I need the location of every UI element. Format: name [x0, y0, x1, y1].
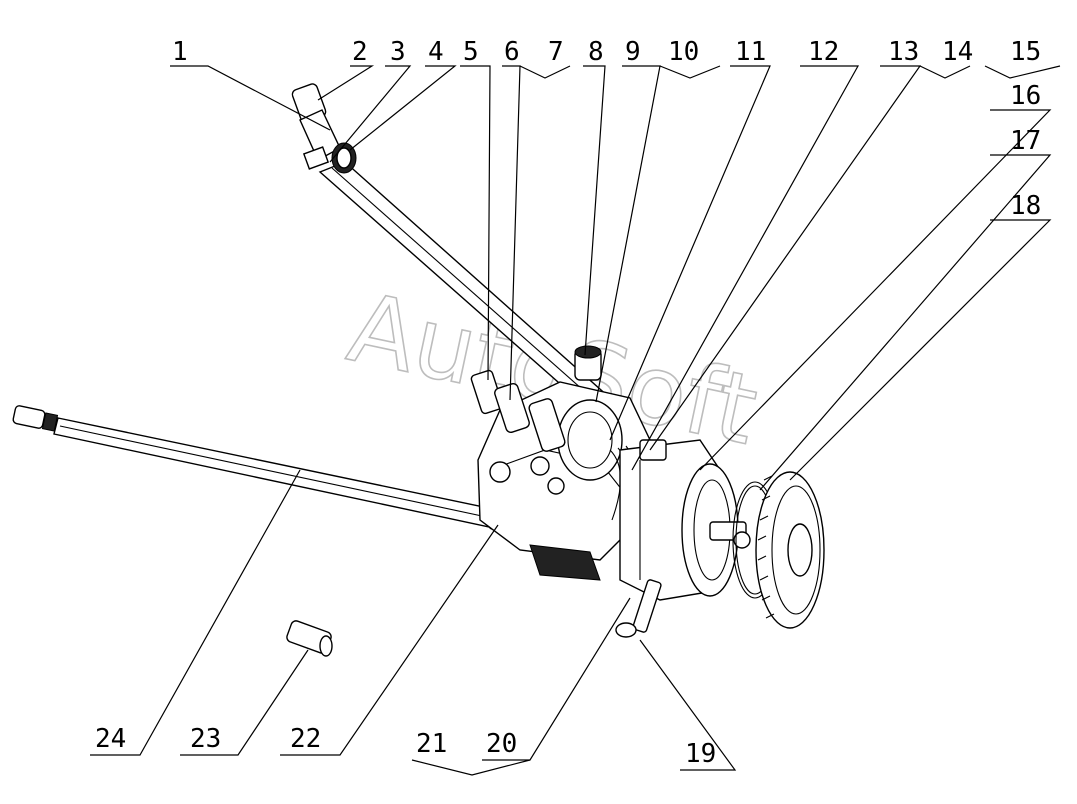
- callout-7: 7: [548, 37, 564, 67]
- callout-6: 6: [504, 37, 520, 67]
- fuel-pipe-long: [12, 405, 526, 536]
- callout-22: 22: [290, 724, 321, 754]
- callout-4: 4: [428, 37, 444, 67]
- callout-13: 13: [888, 37, 919, 67]
- callout-2: 2: [352, 37, 368, 67]
- callout-8: 8: [588, 37, 604, 67]
- pump-housing: [615, 439, 751, 638]
- pump-body: [470, 345, 651, 581]
- callout-3: 3: [390, 37, 406, 67]
- callout-15: 15: [1010, 37, 1041, 67]
- callout-19: 19: [685, 739, 716, 769]
- callout-14: 14: [942, 37, 973, 67]
- callout-labels: 1 2 3 4 5 6 7 8 9 10 11 12 13 14 15 16 1…: [95, 37, 1041, 769]
- drive-gear: [755, 471, 825, 629]
- callout-1: 1: [172, 37, 188, 67]
- callout-24: 24: [95, 724, 126, 754]
- callout-9: 9: [625, 37, 641, 67]
- callout-21: 21: [416, 729, 447, 759]
- callout-12: 12: [808, 37, 839, 67]
- leader-lines: [90, 65, 1061, 776]
- callout-11: 11: [735, 37, 766, 67]
- callout-18: 18: [1010, 191, 1041, 221]
- loose-fitting: [286, 620, 333, 657]
- callout-17: 17: [1010, 126, 1041, 156]
- callout-16: 16: [1010, 81, 1041, 111]
- callout-23: 23: [190, 724, 221, 754]
- callout-10: 10: [668, 37, 699, 67]
- callout-5: 5: [463, 37, 479, 67]
- callout-20: 20: [486, 729, 517, 759]
